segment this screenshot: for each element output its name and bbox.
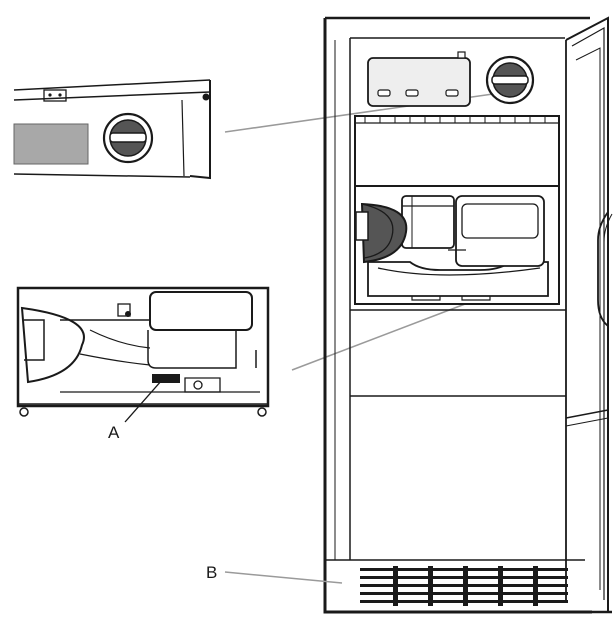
label-b-leader <box>224 571 343 584</box>
vent-grille <box>360 566 568 606</box>
open-door <box>565 16 613 614</box>
label-b: B <box>206 563 217 582</box>
drain-plug <box>152 374 180 383</box>
evaporator-housing <box>354 115 560 187</box>
control-panel <box>367 57 471 107</box>
knob-detail-callout <box>13 79 501 180</box>
detail-panel-window <box>13 123 89 165</box>
label-a-leader <box>124 379 163 423</box>
ice-scoop-icon <box>355 202 408 264</box>
ice-maker-cabinet: B <box>206 16 592 614</box>
control-knob-icon <box>102 112 154 164</box>
main-control-knob-icon <box>485 55 535 105</box>
label-a: A <box>108 423 120 442</box>
bin-scoop-icon <box>20 306 85 384</box>
bin-detail-callout: A <box>16 284 516 442</box>
